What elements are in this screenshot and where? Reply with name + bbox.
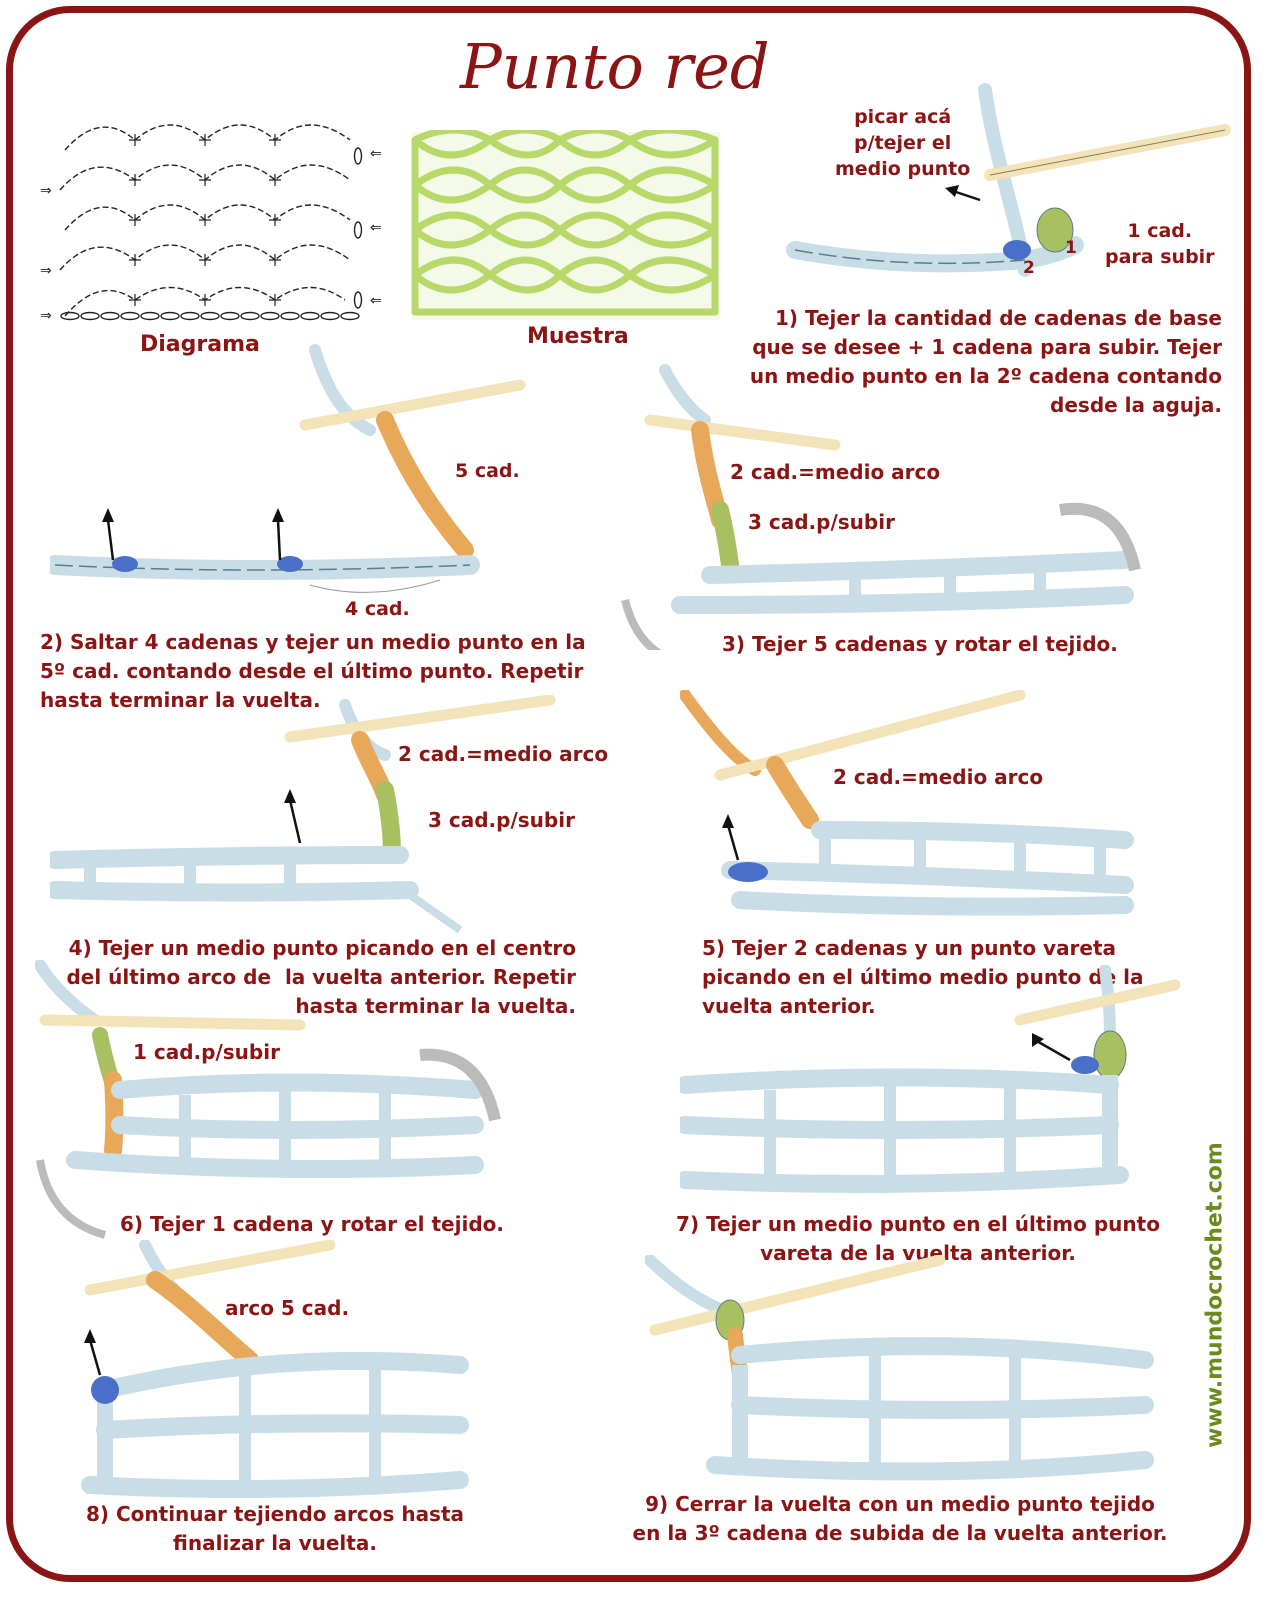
label-five-chains: 5 cad. [455, 460, 520, 482]
label-four-chains: 4 cad. [345, 598, 410, 620]
step-4-caption: 4) Tejer un medio punto picando en el ce… [66, 936, 576, 1018]
step-5-illustration [680, 690, 1134, 916]
step-1-caption: 1) Tejer la cantidad de cadenas de base … [749, 306, 1222, 417]
label-two-chains-half-arc-3: 2 cad.=medio arco [833, 765, 1044, 789]
label-one-chain-up: 1 cad. para subir [1105, 220, 1215, 268]
step-9-caption: 9) Cerrar la vuelta con un medio punto t… [632, 1492, 1168, 1545]
label-one-chain-up-b: 1 cad.p/subir [133, 1040, 280, 1064]
label-arc-five-chains: arco 5 cad. [225, 1296, 350, 1320]
svg-text:⇐: ⇐ [370, 220, 382, 236]
watermark-text: www.mundocrochet.com [1202, 1142, 1228, 1448]
step-4-illustration [50, 695, 556, 934]
svg-text:⇐: ⇐ [370, 293, 382, 309]
crochet-symbol-diagram: ⇒ ⇒ ⇒ ⇐ ⇐ ⇐ [40, 124, 382, 324]
step-8-illustration [81, 1240, 469, 1498]
base-chain-row [60, 311, 360, 321]
watermark: www.mundocrochet.com [1195, 1130, 1235, 1460]
sample-label: Muestra [527, 324, 629, 349]
step-9-illustration [645, 1255, 1154, 1481]
page-title: Punto red [460, 30, 770, 103]
step-8-caption: 8) Continuar tejiendo arcos hasta finali… [85, 1502, 465, 1555]
step-3-caption: 3) Tejer 5 cadenas y rotar el tejido. [722, 632, 1118, 656]
page-frame [6, 6, 1251, 1582]
label-three-chains-up-2: 3 cad.p/subir [428, 808, 575, 832]
label-number-2: 2 [1023, 258, 1035, 278]
label-pick-here: picar acá p/tejer el medio punto [835, 106, 971, 180]
step-7-caption: 7) Tejer un medio punto en el último pun… [676, 1212, 1160, 1265]
diagram-label: Diagrama [140, 332, 260, 357]
label-number-1: 1 [1065, 238, 1077, 258]
label-two-chains-half-arc-2: 2 cad.=medio arco [398, 742, 609, 766]
step-2-caption: 2) Saltar 4 cadenas y tejer un medio pun… [40, 630, 586, 712]
step-7-illustration [680, 965, 1180, 1193]
sample-mesh-image [411, 130, 720, 320]
step-2-illustration [50, 344, 526, 593]
step-3-illustration [621, 364, 1141, 650]
step-6-illustration [35, 960, 501, 1239]
svg-text:⇒: ⇒ [40, 183, 52, 199]
label-two-chains-half-arc-1: 2 cad.=medio arco [730, 460, 941, 484]
svg-text:⇒: ⇒ [40, 263, 52, 279]
svg-text:⇐: ⇐ [370, 146, 382, 162]
step-6-caption: 6) Tejer 1 cadena y rotar el tejido. [120, 1212, 504, 1236]
svg-text:⇒: ⇒ [40, 308, 52, 324]
step-1-illustration [786, 83, 1231, 277]
label-three-chains-up-1: 3 cad.p/subir [748, 510, 895, 534]
step-5-caption: 5) Tejer 2 cadenas y un punto vareta pic… [702, 936, 1144, 1018]
